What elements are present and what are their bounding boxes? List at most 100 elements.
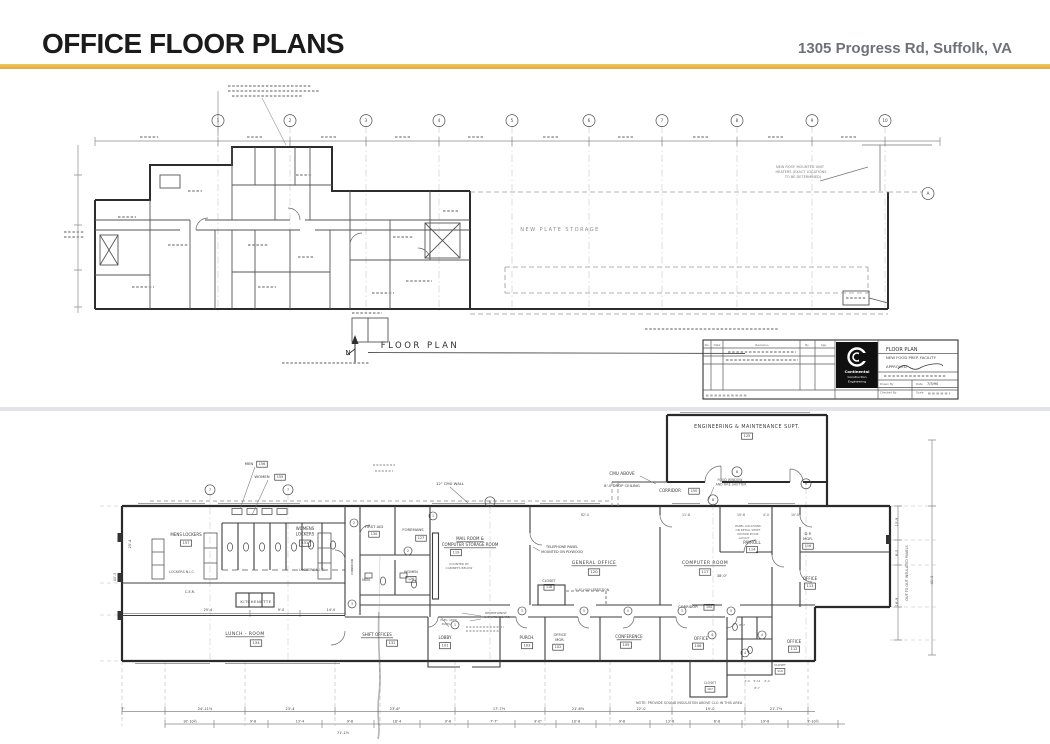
plan-label: 14'-0 [327,608,336,612]
grid-bubble: 8 [712,498,715,502]
door-tag: 5 [627,609,629,613]
door-tag: 1 [432,514,434,518]
plan-label: 41'-0 [930,576,934,585]
plan-label: RECEPTIONIST [485,611,507,615]
plan-label: 150 [691,489,697,493]
grid-bubble: 8 [489,500,492,504]
plan-label: 24'-11½ [198,707,213,711]
plan-label: 104 [706,605,712,609]
plan-label: 17'-7½ [493,707,506,711]
plan-label: 8'-0 [895,550,899,556]
plan-label: 9'-8 [445,720,451,724]
plan-label: 130 [371,532,377,536]
grid-bubble: 10 [882,118,888,123]
plan-label: Revisions [755,343,769,347]
plan-label: 10'-9 [895,518,899,527]
door-tag: 4 [744,651,746,655]
plan-label: 107 [707,687,713,691]
plan-label: 23'-4 [286,707,296,711]
plan-label: TO BE DETERMINED) [784,175,822,179]
plan-label: 13'-8 [666,720,674,724]
plan-label: 5'-11 [753,679,760,683]
plan-label: 125 [744,434,751,438]
plan-label: OFFICE [554,633,568,637]
plan-label: Date [714,343,721,347]
plan-label: 7/3/90 [927,382,938,386]
door-tag: 3 [681,609,683,613]
plan-label: Drawn By [880,382,894,386]
plan-label: WOMEN [404,570,418,574]
grid-bubble: 9 [805,482,808,486]
plan-label: OFFICE [694,636,709,641]
plan-label: MENS LOCKERS [170,532,202,537]
plan-label: 6'-8 [714,720,720,724]
plan-label: 155 [277,475,283,479]
plan-label: TELEPHONE PANEL [545,545,578,549]
plan-label: 9'-8 [250,720,256,724]
grid-bubble: 8 [736,470,739,474]
door-tag: 3 [521,609,523,613]
plan-label: COMPUTER ROOM [682,560,728,566]
plan-label: HEATERS (EXACT LOCATIONS [776,170,828,174]
plan-label: CLOSET [774,663,786,667]
plan-label: 2'-4 [744,679,750,683]
plan-label: OFFICE [803,576,818,581]
plan-label: 118 [546,585,552,589]
plan-label: OFFICE [787,639,802,644]
plan-label: 117 [701,569,709,574]
plan-label: APPROVED [886,364,907,369]
grid-bubble: A [926,191,929,197]
plan-label: FOOD WINDOW [718,478,744,482]
plan-label: MGR. [803,536,813,541]
plan-label: LOBBY [439,635,453,640]
roof-corner-lines [819,144,932,191]
plan-label: NEW ROOF MOUNTED UNIT [776,165,825,169]
plan-label: 105 [623,643,630,647]
plan-label: ENGINEERING & MAINTENANCE SUPT. [694,424,800,430]
plan-label: 103 [524,644,531,648]
grid-bubble: 7 [209,488,211,492]
plan-label: ON DETAIL SHEET [736,528,761,532]
plan-label: 116 [805,544,811,548]
door-tag: 1 [454,623,456,627]
plan-label: 23'-6" [390,707,401,711]
plan-label: 10'-10½ [183,720,197,724]
plan-label: 119 [453,551,461,555]
grid-centerlines [217,126,886,311]
plan-label: WOMENS [296,526,315,531]
plan-label: 12" CMU WALL [436,481,465,486]
plan-label: 13'-4 [296,720,304,724]
plan-label: NEW PLATE STORAGE [520,227,599,233]
plan-label: LUNCH - ROOM [225,631,264,637]
plan-label: Checked By [880,391,897,395]
interior-walls [122,506,890,698]
door-tag: 5 [583,609,585,613]
section-divider [0,407,1050,411]
grid-centerlines [209,487,807,661]
plan-label: PANEL LOCATIONS [735,524,761,528]
windows [135,412,810,664]
accent-bar [0,64,1050,69]
plan1-caption: FLOOR PLAN [381,341,460,351]
open-area-dashed-lines [470,191,922,315]
door-tag: 4 [711,633,713,637]
plan-label: 9'-0" [534,720,542,724]
plan-label: C.E.R. [185,590,195,594]
plan-label: 4'-0 [763,513,769,517]
plan-label: 131 [389,641,396,645]
plan-label: By [805,343,809,347]
plan-label: 7'-7" [490,720,498,724]
plan-label: MAIL ROOM & [456,536,484,541]
plan-label: 5'-6" HIGH PARTITION [575,588,610,592]
door-tag: 4 [761,633,763,637]
plan-label: 8'-0 DROP CEILING [604,483,640,488]
header: OFFICE FLOOR PLANS 1305 Progress Rd, Suf… [0,0,1050,64]
plan-label: 19'-8 [761,720,769,724]
plan-label: OUT TO OUT INSULATED PANELS [905,545,909,600]
plan-label: COUNTER W/ [449,562,470,566]
door-tag: 2 [353,521,355,525]
page-title: OFFICE FLOOR PLANS [42,28,345,59]
plan-label: 102 [555,645,561,649]
